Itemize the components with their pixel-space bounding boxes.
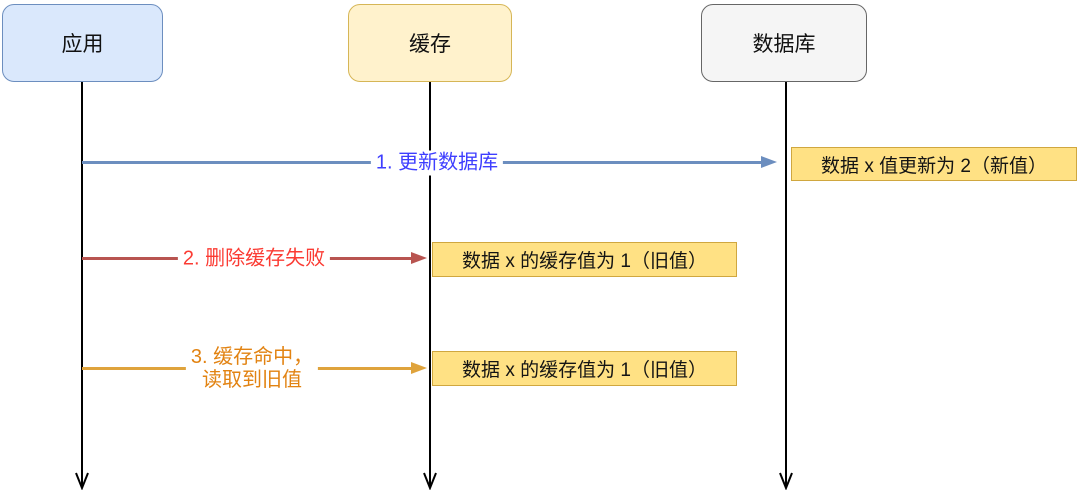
lifeline-database-arrow-down-icon xyxy=(778,471,794,490)
lifeline-app-arrow-down-icon xyxy=(74,471,90,490)
actor-app-label: 应用 xyxy=(61,33,104,56)
lifeline-database xyxy=(785,82,787,487)
lifeline-cache-arrow-down-icon xyxy=(422,471,438,490)
message-3-arrowhead-icon xyxy=(411,362,427,374)
message-3-label-line2: 读取到旧值 xyxy=(202,369,302,391)
actor-database-label: 数据库 xyxy=(752,33,816,56)
message-2-arrowhead-icon xyxy=(411,252,427,264)
message-3-label-line1: 3. 缓存命中， xyxy=(190,346,314,368)
actor-cache-label: 缓存 xyxy=(409,33,451,56)
note-cache-old-value-2-text: 数据 x 的缓存值为 1（旧值） xyxy=(462,360,707,381)
note-db-new-value-text: 数据 x 值更新为 2（新值） xyxy=(821,155,1047,177)
lifeline-cache xyxy=(429,82,431,487)
message-2-label: 2. 删除缓存失败 xyxy=(177,246,331,272)
note-db-new-value: 数据 x 值更新为 2（新值） xyxy=(791,147,1077,181)
lifeline-app xyxy=(81,82,83,487)
actor-cache: 缓存 xyxy=(348,4,512,82)
message-1-arrowhead-icon xyxy=(761,156,777,168)
actor-database: 数据库 xyxy=(701,4,867,82)
actor-app: 应用 xyxy=(2,4,163,82)
note-cache-old-value-2: 数据 x 的缓存值为 1（旧值） xyxy=(432,351,737,386)
note-cache-old-value-1: 数据 x 的缓存值为 1（旧值） xyxy=(432,242,737,277)
message-1-label: 1. 更新数据库 xyxy=(370,150,504,176)
note-cache-old-value-1-text: 数据 x 的缓存值为 1（旧值） xyxy=(462,251,707,272)
message-3-label: 3. 缓存命中， 读取到旧值 xyxy=(185,345,319,393)
